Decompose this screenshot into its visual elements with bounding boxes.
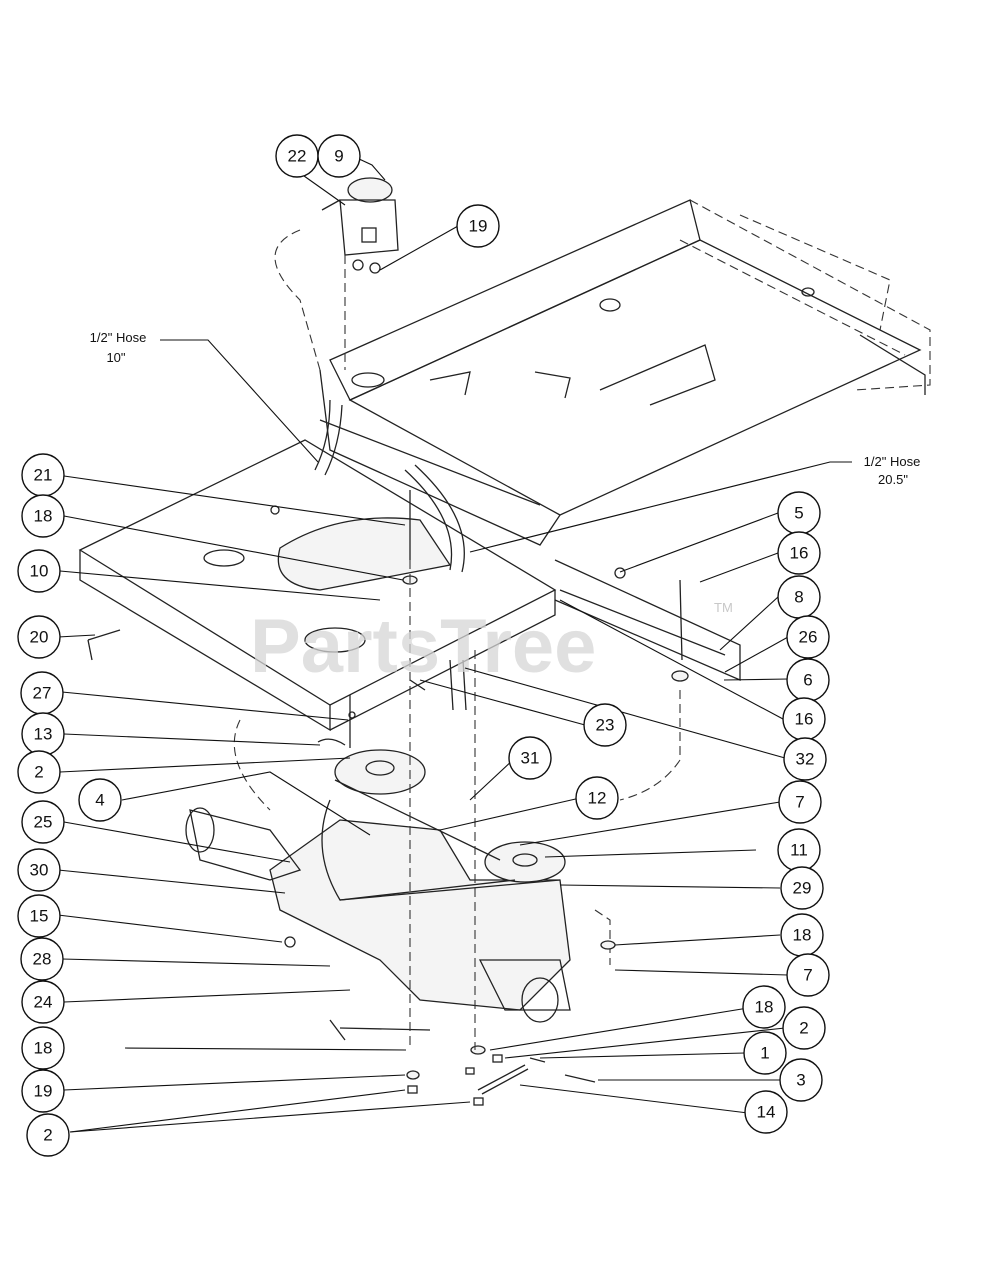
svg-text:31: 31 <box>521 749 540 768</box>
svg-text:13: 13 <box>34 725 53 744</box>
callout-29: 29 <box>780 866 824 910</box>
svg-text:7: 7 <box>795 793 804 812</box>
callout-18-d: 18 <box>742 985 786 1029</box>
svg-text:24: 24 <box>34 993 53 1012</box>
callout-18-c: 18 <box>780 913 824 957</box>
svg-text:14: 14 <box>757 1103 776 1122</box>
svg-text:25: 25 <box>34 813 53 832</box>
reservoir-tank <box>274 177 399 371</box>
callout-9: 9 <box>317 134 361 178</box>
callout-7-a: 7 <box>778 780 822 824</box>
callout-7-b: 7 <box>786 953 830 997</box>
callout-20: 20 <box>17 615 61 659</box>
svg-text:30: 30 <box>30 861 49 880</box>
callout-15: 15 <box>17 894 61 938</box>
callout-12: 12 <box>575 776 619 820</box>
callout-2-b: 2 <box>782 1006 826 1050</box>
svg-text:6: 6 <box>803 671 812 690</box>
callout-13: 13 <box>21 712 65 756</box>
svg-text:1: 1 <box>760 1044 769 1063</box>
svg-text:21: 21 <box>34 466 53 485</box>
svg-text:10": 10" <box>106 350 125 365</box>
svg-text:TM: TM <box>714 600 733 615</box>
svg-text:10: 10 <box>30 562 49 581</box>
svg-text:20.5": 20.5" <box>878 472 908 487</box>
svg-text:16: 16 <box>790 544 809 563</box>
hose-label-left: 1/2" Hose 10" <box>90 330 319 463</box>
callout-6: 6 <box>786 658 830 702</box>
svg-text:18: 18 <box>793 926 812 945</box>
svg-text:9: 9 <box>334 147 343 166</box>
callout-2-a: 2 <box>17 750 61 794</box>
callout-24: 24 <box>21 980 65 1024</box>
callout-8: 8 <box>777 575 821 619</box>
svg-text:2: 2 <box>799 1019 808 1038</box>
callout-26: 26 <box>786 615 830 659</box>
callout-2-bottom: 2 <box>26 1113 70 1157</box>
callout-leaders <box>57 157 789 1133</box>
svg-text:1/2" Hose: 1/2" Hose <box>864 454 921 469</box>
svg-text:18: 18 <box>755 998 774 1017</box>
hoses <box>314 399 465 573</box>
callout-28: 28 <box>20 937 64 981</box>
svg-text:18: 18 <box>34 1039 53 1058</box>
svg-text:3: 3 <box>796 1071 805 1090</box>
callout-18-a: 18 <box>21 494 65 538</box>
svg-text:22: 22 <box>288 147 307 166</box>
callout-31: 31 <box>508 736 552 780</box>
callout-14: 14 <box>744 1090 788 1134</box>
callout-3: 3 <box>779 1058 823 1102</box>
svg-text:32: 32 <box>796 750 815 769</box>
svg-text:11: 11 <box>790 841 808 860</box>
svg-text:2: 2 <box>43 1126 52 1145</box>
svg-text:27: 27 <box>33 684 52 703</box>
svg-text:PartsTree: PartsTree <box>250 604 596 689</box>
svg-text:8: 8 <box>794 588 803 607</box>
callout-16-b: 16 <box>782 697 826 741</box>
callout-1: 1 <box>743 1031 787 1075</box>
svg-text:19: 19 <box>34 1082 53 1101</box>
callout-27: 27 <box>20 671 64 715</box>
callout-5: 5 <box>777 491 821 535</box>
svg-text:1/2" Hose: 1/2" Hose <box>90 330 147 345</box>
callout-25: 25 <box>21 800 65 844</box>
svg-text:5: 5 <box>794 504 803 523</box>
svg-text:16: 16 <box>795 710 814 729</box>
callout-16-a: 16 <box>777 531 821 575</box>
svg-text:29: 29 <box>793 879 812 898</box>
callout-11: 11 <box>777 828 821 872</box>
callout-19-b: 19 <box>21 1069 65 1113</box>
svg-text:7: 7 <box>803 966 812 985</box>
hose-label-right: 1/2" Hose 20.5" <box>469 454 921 553</box>
callout-22: 22 <box>275 134 319 178</box>
svg-text:28: 28 <box>33 950 52 969</box>
svg-text:23: 23 <box>596 716 615 735</box>
watermark: PartsTree TM <box>250 600 733 689</box>
callout-19-top: 19 <box>456 204 500 248</box>
callout-32: 32 <box>783 737 827 781</box>
callout-21: 21 <box>21 453 65 497</box>
svg-text:26: 26 <box>799 628 818 647</box>
callout-4: 4 <box>78 778 122 822</box>
svg-text:19: 19 <box>469 217 488 236</box>
svg-text:12: 12 <box>588 789 607 808</box>
hardware-parts <box>87 490 726 1106</box>
svg-text:20: 20 <box>30 628 49 647</box>
frame-assembly <box>319 199 931 546</box>
transaxle-assembly <box>185 690 681 1023</box>
svg-text:15: 15 <box>30 907 49 926</box>
deck-plate <box>78 439 741 732</box>
svg-text:2: 2 <box>34 763 43 782</box>
callout-10: 10 <box>17 549 61 593</box>
callout-18-b: 18 <box>21 1026 65 1070</box>
svg-text:18: 18 <box>34 507 53 526</box>
svg-text:4: 4 <box>95 791 104 810</box>
callout-30: 30 <box>17 848 61 892</box>
callout-23: 23 <box>583 703 627 747</box>
